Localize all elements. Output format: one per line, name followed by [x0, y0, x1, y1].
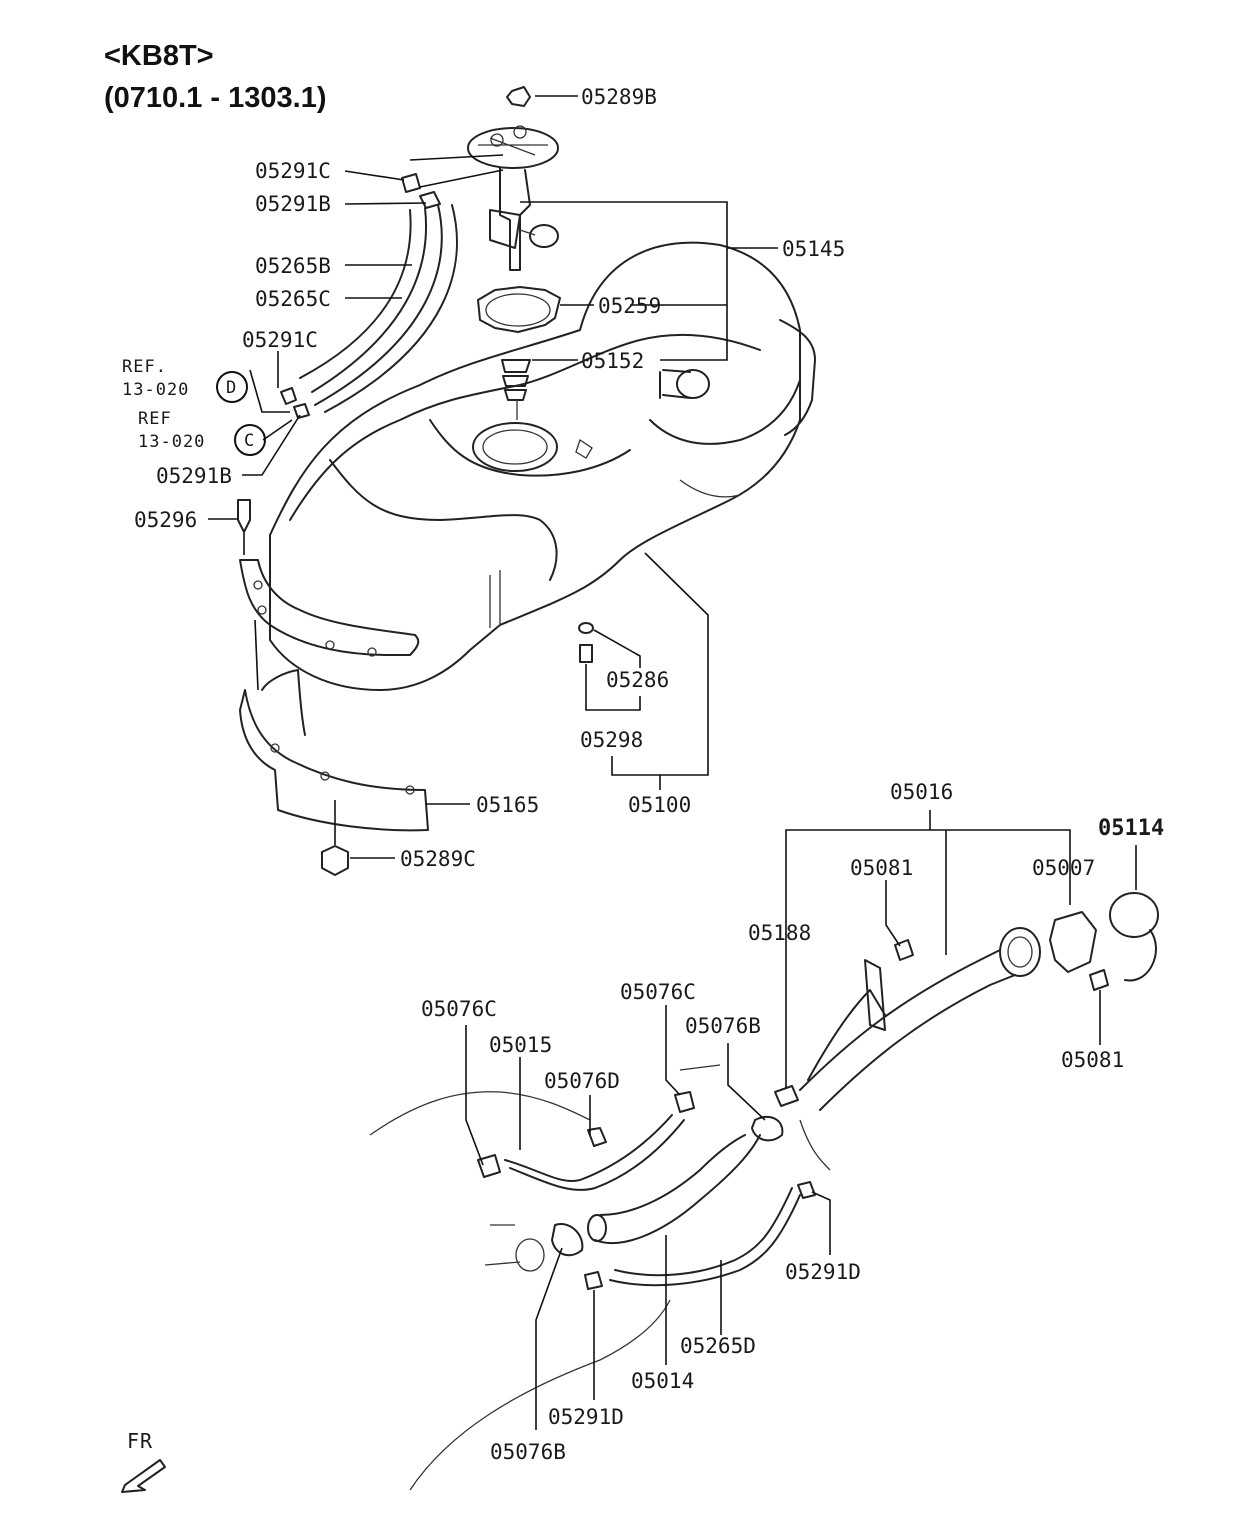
- callout-05015: 05015: [489, 1033, 552, 1057]
- ref-c-code: 13-020: [138, 432, 205, 452]
- callout-05076b-right: 05076B: [685, 1014, 761, 1038]
- callout-05007: 05007: [1032, 856, 1095, 880]
- callout-05265d: 05265D: [680, 1334, 756, 1358]
- gasket-ring-drawing: [477, 286, 561, 333]
- callout-05152: 05152: [581, 349, 644, 373]
- reference-c: REF 13-020 C: [138, 409, 266, 456]
- callout-05265c: 05265C: [255, 287, 331, 311]
- ref-d-code: 13-020: [122, 380, 189, 400]
- callout-05100: 05100: [628, 793, 691, 817]
- callout-05291b-top: 05291B: [255, 192, 331, 216]
- callout-05145: 05145: [782, 237, 845, 261]
- callout-05016: 05016: [890, 780, 953, 804]
- callout-05298: 05298: [580, 728, 643, 752]
- ref-d-circle-letter: D: [226, 378, 237, 398]
- callout-05076c-mid: 05076C: [620, 980, 696, 1004]
- filler-neck-assembly-drawing: [751, 892, 1159, 1142]
- part-callouts: 05289B 05291C 05291B 05265B 05265C 05291…: [134, 85, 1164, 1464]
- ref-d-label: REF.: [122, 357, 167, 377]
- callout-05259: 05259: [598, 294, 661, 318]
- callout-05081-bottom: 05081: [1061, 1048, 1124, 1072]
- callout-05291b-mid: 05291B: [156, 464, 232, 488]
- front-direction-arrow-icon: [121, 1459, 166, 1493]
- filler-hoses-drawing: [369, 1064, 831, 1491]
- leader-lines: [208, 95, 1137, 1430]
- callout-05265b: 05265B: [255, 254, 331, 278]
- fuel-pump-module-drawing: [467, 86, 559, 271]
- callout-05188: 05188: [748, 921, 811, 945]
- callout-05289c: 05289C: [400, 847, 476, 871]
- callout-05286: 05286: [606, 668, 669, 692]
- fuel-tank-drawing: [239, 241, 816, 691]
- callout-05014: 05014: [631, 1369, 694, 1393]
- ref-c-circle-letter: C: [244, 431, 255, 451]
- callout-05291d-bottom: 05291D: [548, 1405, 624, 1429]
- model-code-title: <KB8T>: [104, 40, 214, 72]
- callout-05291c-mid: 05291C: [242, 328, 318, 352]
- protector-plate-drawing: [237, 499, 594, 876]
- front-direction-label: FR: [127, 1429, 153, 1453]
- ref-c-label: REF: [138, 409, 172, 429]
- callout-05289b: 05289B: [581, 85, 657, 109]
- date-range-title: (0710.1 - 1303.1): [104, 82, 327, 114]
- callout-05165: 05165: [476, 793, 539, 817]
- callout-05291d-right: 05291D: [785, 1260, 861, 1284]
- callout-05296: 05296: [134, 508, 197, 532]
- spring-filter-drawing: [501, 359, 531, 420]
- callout-05076d: 05076D: [544, 1069, 620, 1093]
- callout-05076b-bottom: 05076B: [490, 1440, 566, 1464]
- reference-d: REF. 13-020 D: [122, 357, 248, 403]
- callout-05076c-left: 05076C: [421, 997, 497, 1021]
- callout-05114: 05114: [1098, 816, 1164, 841]
- callout-05081-top: 05081: [850, 856, 913, 880]
- callout-05291c-top: 05291C: [255, 159, 331, 183]
